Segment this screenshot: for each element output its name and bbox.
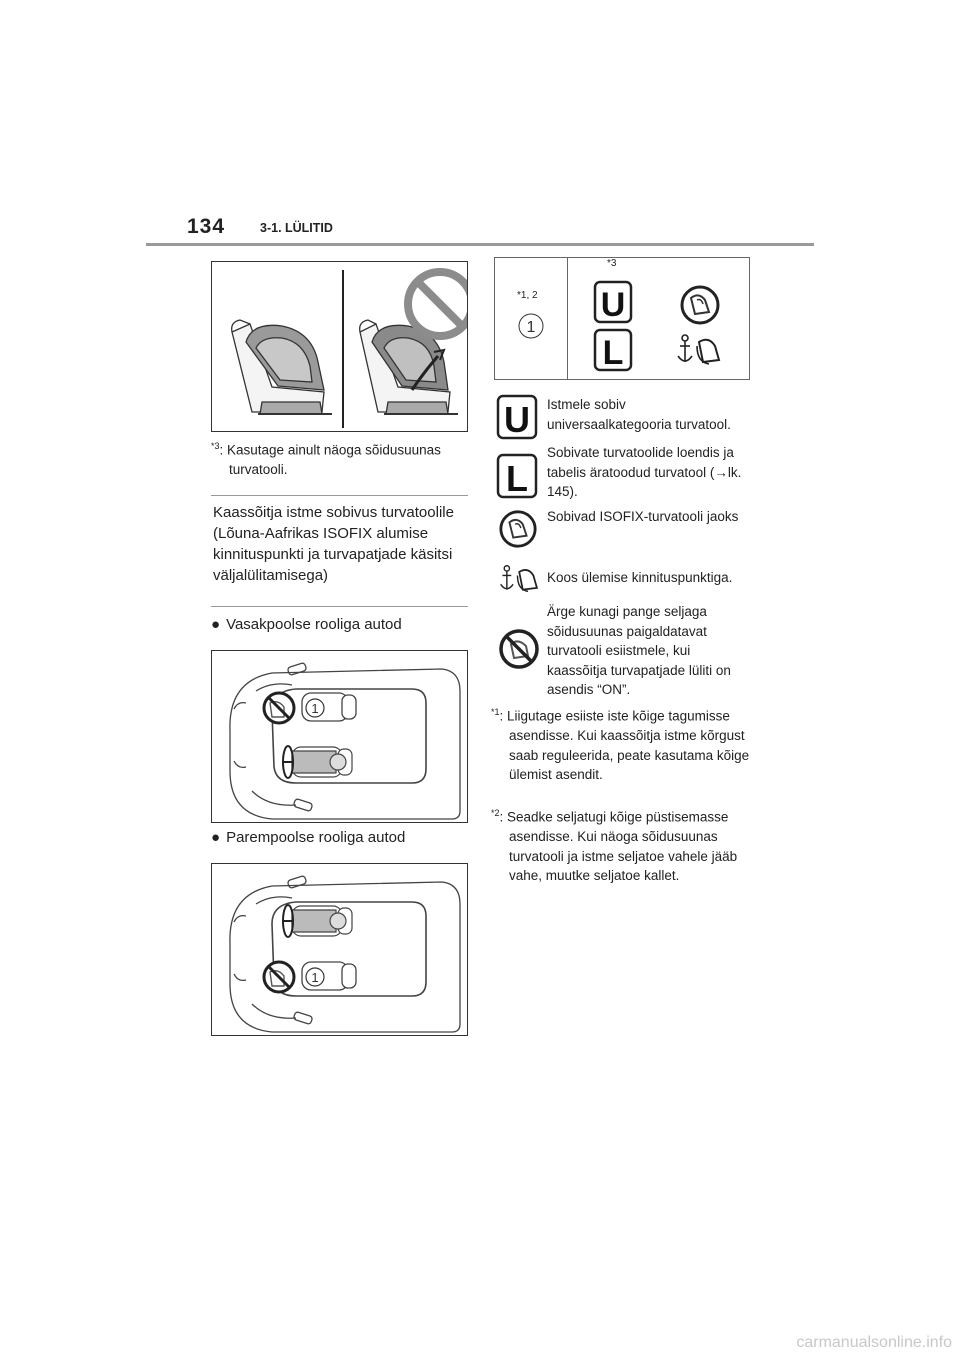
svg-text:U: U <box>601 286 626 324</box>
footnote-mark: *1 <box>491 707 500 717</box>
isofix-seat-icon <box>679 284 721 331</box>
figure-note-3: *3: Kasutage ainult näoga sõidusuunas tu… <box>211 437 489 480</box>
svg-text:1: 1 <box>527 319 536 336</box>
list-l-icon: L <box>496 453 538 499</box>
col1-label: *1, 2 <box>517 290 538 301</box>
footnote-1: *1: Liigutage esiiste iste kõige tagumis… <box>491 703 771 785</box>
table-divider <box>567 258 568 379</box>
car-figure-rhd: 1 <box>211 863 468 1036</box>
svg-text:L: L <box>506 458 528 499</box>
u-letter-icon: U <box>593 280 633 329</box>
child-seat-illustration <box>231 268 476 428</box>
legend-text: Istmele sobiv universaalkategooria turva… <box>547 397 731 432</box>
child-seat-figure <box>211 261 476 432</box>
section-title: 3-1. LÜLITID <box>260 221 333 235</box>
watermark: carmanualsonline.info <box>796 1334 952 1351</box>
callout-box: Kaassõitja istme sobivus turvatoolile (L… <box>211 495 468 607</box>
l-letter-icon: L <box>593 328 633 377</box>
page-number: 134 <box>187 215 226 238</box>
col2-label: *3 <box>607 258 617 269</box>
footnote-mark: *2 <box>491 808 500 818</box>
bullet-dot: ● <box>211 829 221 846</box>
suitability-table: *1, 2 1 *3 U L <box>494 257 750 380</box>
col1-value: 1 <box>517 312 545 345</box>
seat-number-marker: 1 <box>311 970 318 985</box>
footnote-text: : Liigutage esiiste iste kõige tagumisse… <box>499 708 750 783</box>
legend-text: Sobivad ISOFIX-turvatooli jaoks <box>547 509 739 524</box>
anchor-tether-icon <box>498 562 544 596</box>
svg-text:U: U <box>504 399 530 440</box>
anchor-tether-icon <box>675 332 727 373</box>
car-figure-lhd: 1 <box>211 650 468 823</box>
no-rear-facing-icon <box>262 960 296 994</box>
no-rear-facing-icon <box>498 628 540 670</box>
bullet-text: Parempoolse rooliga autod <box>226 829 406 846</box>
bullet-left-hand-drive: ● Vasakpoolse rooliga autod <box>211 616 402 633</box>
universal-u-icon: U <box>496 394 538 440</box>
note-text: : Kasutage ainult näoga sõidusuunas turv… <box>219 442 441 478</box>
seat-number-marker: 1 <box>311 701 318 716</box>
footnote-2: *2: Seadke seljatugi kõige püstisemasse … <box>491 804 771 886</box>
bullet-text: Vasakpoolse rooliga autod <box>226 616 402 633</box>
bullet-dot: ● <box>211 616 221 633</box>
svg-text:L: L <box>603 334 624 372</box>
legend-text: Ärge kunagi pange seljaga sõidusuunas pa… <box>547 604 731 697</box>
bullet-right-hand-drive: ● Parempoolse rooliga autod <box>211 829 405 846</box>
legend-text: Sobivate turvatoolide loendis ja tabelis… <box>547 445 742 499</box>
header-rule <box>146 243 814 246</box>
legend-text: Koos ülemise kinnituspunktiga. <box>547 570 733 585</box>
note-mark: *3 <box>211 441 220 451</box>
no-rear-facing-icon <box>262 691 296 725</box>
footnote-text: : Seadke seljatugi kõige püstisemasse as… <box>499 809 738 884</box>
isofix-seat-icon <box>498 509 538 549</box>
prohibition-icon <box>404 268 476 340</box>
